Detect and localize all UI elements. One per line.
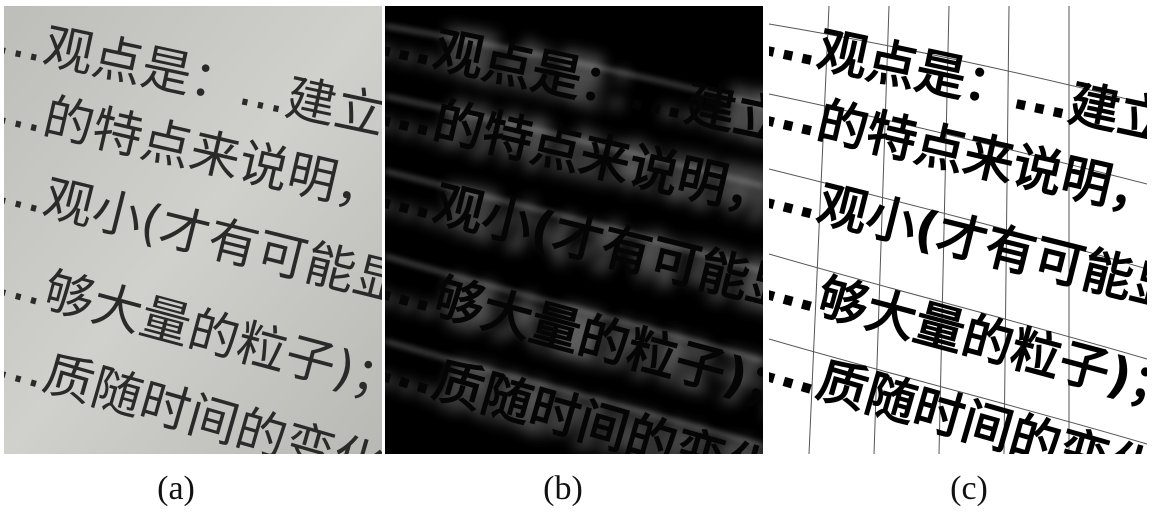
seg-line-v2 — [873, 6, 890, 454]
seg-line-h4 — [769, 253, 1147, 360]
original-text-image: ...观点是：...建立宏 ...的特点来说明，宏观量 ...观小(才有可能显 … — [4, 6, 382, 454]
caption-c: (c) — [950, 470, 988, 507]
distance-map-svg: ...观点是：...建立宏 ...的特点来说明，宏观量 ...观小(才有可能显 … — [385, 6, 763, 454]
ridge-5 — [385, 340, 763, 447]
seg-line-h1 — [769, 23, 1147, 105]
segmentation-svg: ...观点是：...建立宏 ...的特点来说明，宏观量 ...观小(才有可能显 … — [769, 6, 1147, 454]
dist-background — [385, 6, 763, 454]
seg-line-h3 — [769, 168, 1147, 270]
seg-line-v1 — [808, 6, 830, 454]
original-text-svg: ...观点是：...建立宏 ...的特点来说明，宏观量 ...观小(才有可能显 … — [4, 6, 382, 454]
seg-line-v3 — [938, 6, 950, 454]
ridge-1 — [385, 25, 763, 107]
seg-line-v4 — [1003, 6, 1010, 454]
ridge-2 — [385, 95, 763, 187]
segmentation-image: ...观点是：...建立宏 ...的特点来说明，宏观量 ...观小(才有可能显 … — [769, 6, 1147, 454]
caption-a: (a) — [157, 470, 195, 507]
paper-background — [4, 6, 382, 454]
ridge-4 — [385, 255, 763, 362]
seg-line-h5 — [769, 338, 1147, 445]
seg-background — [769, 6, 1147, 454]
caption-b: (b) — [543, 470, 583, 507]
distance-map-image: ...观点是：...建立宏 ...的特点来说明，宏观量 ...观小(才有可能显 … — [385, 6, 763, 454]
seg-line-h2 — [769, 93, 1147, 185]
ridge-3 — [385, 170, 763, 272]
